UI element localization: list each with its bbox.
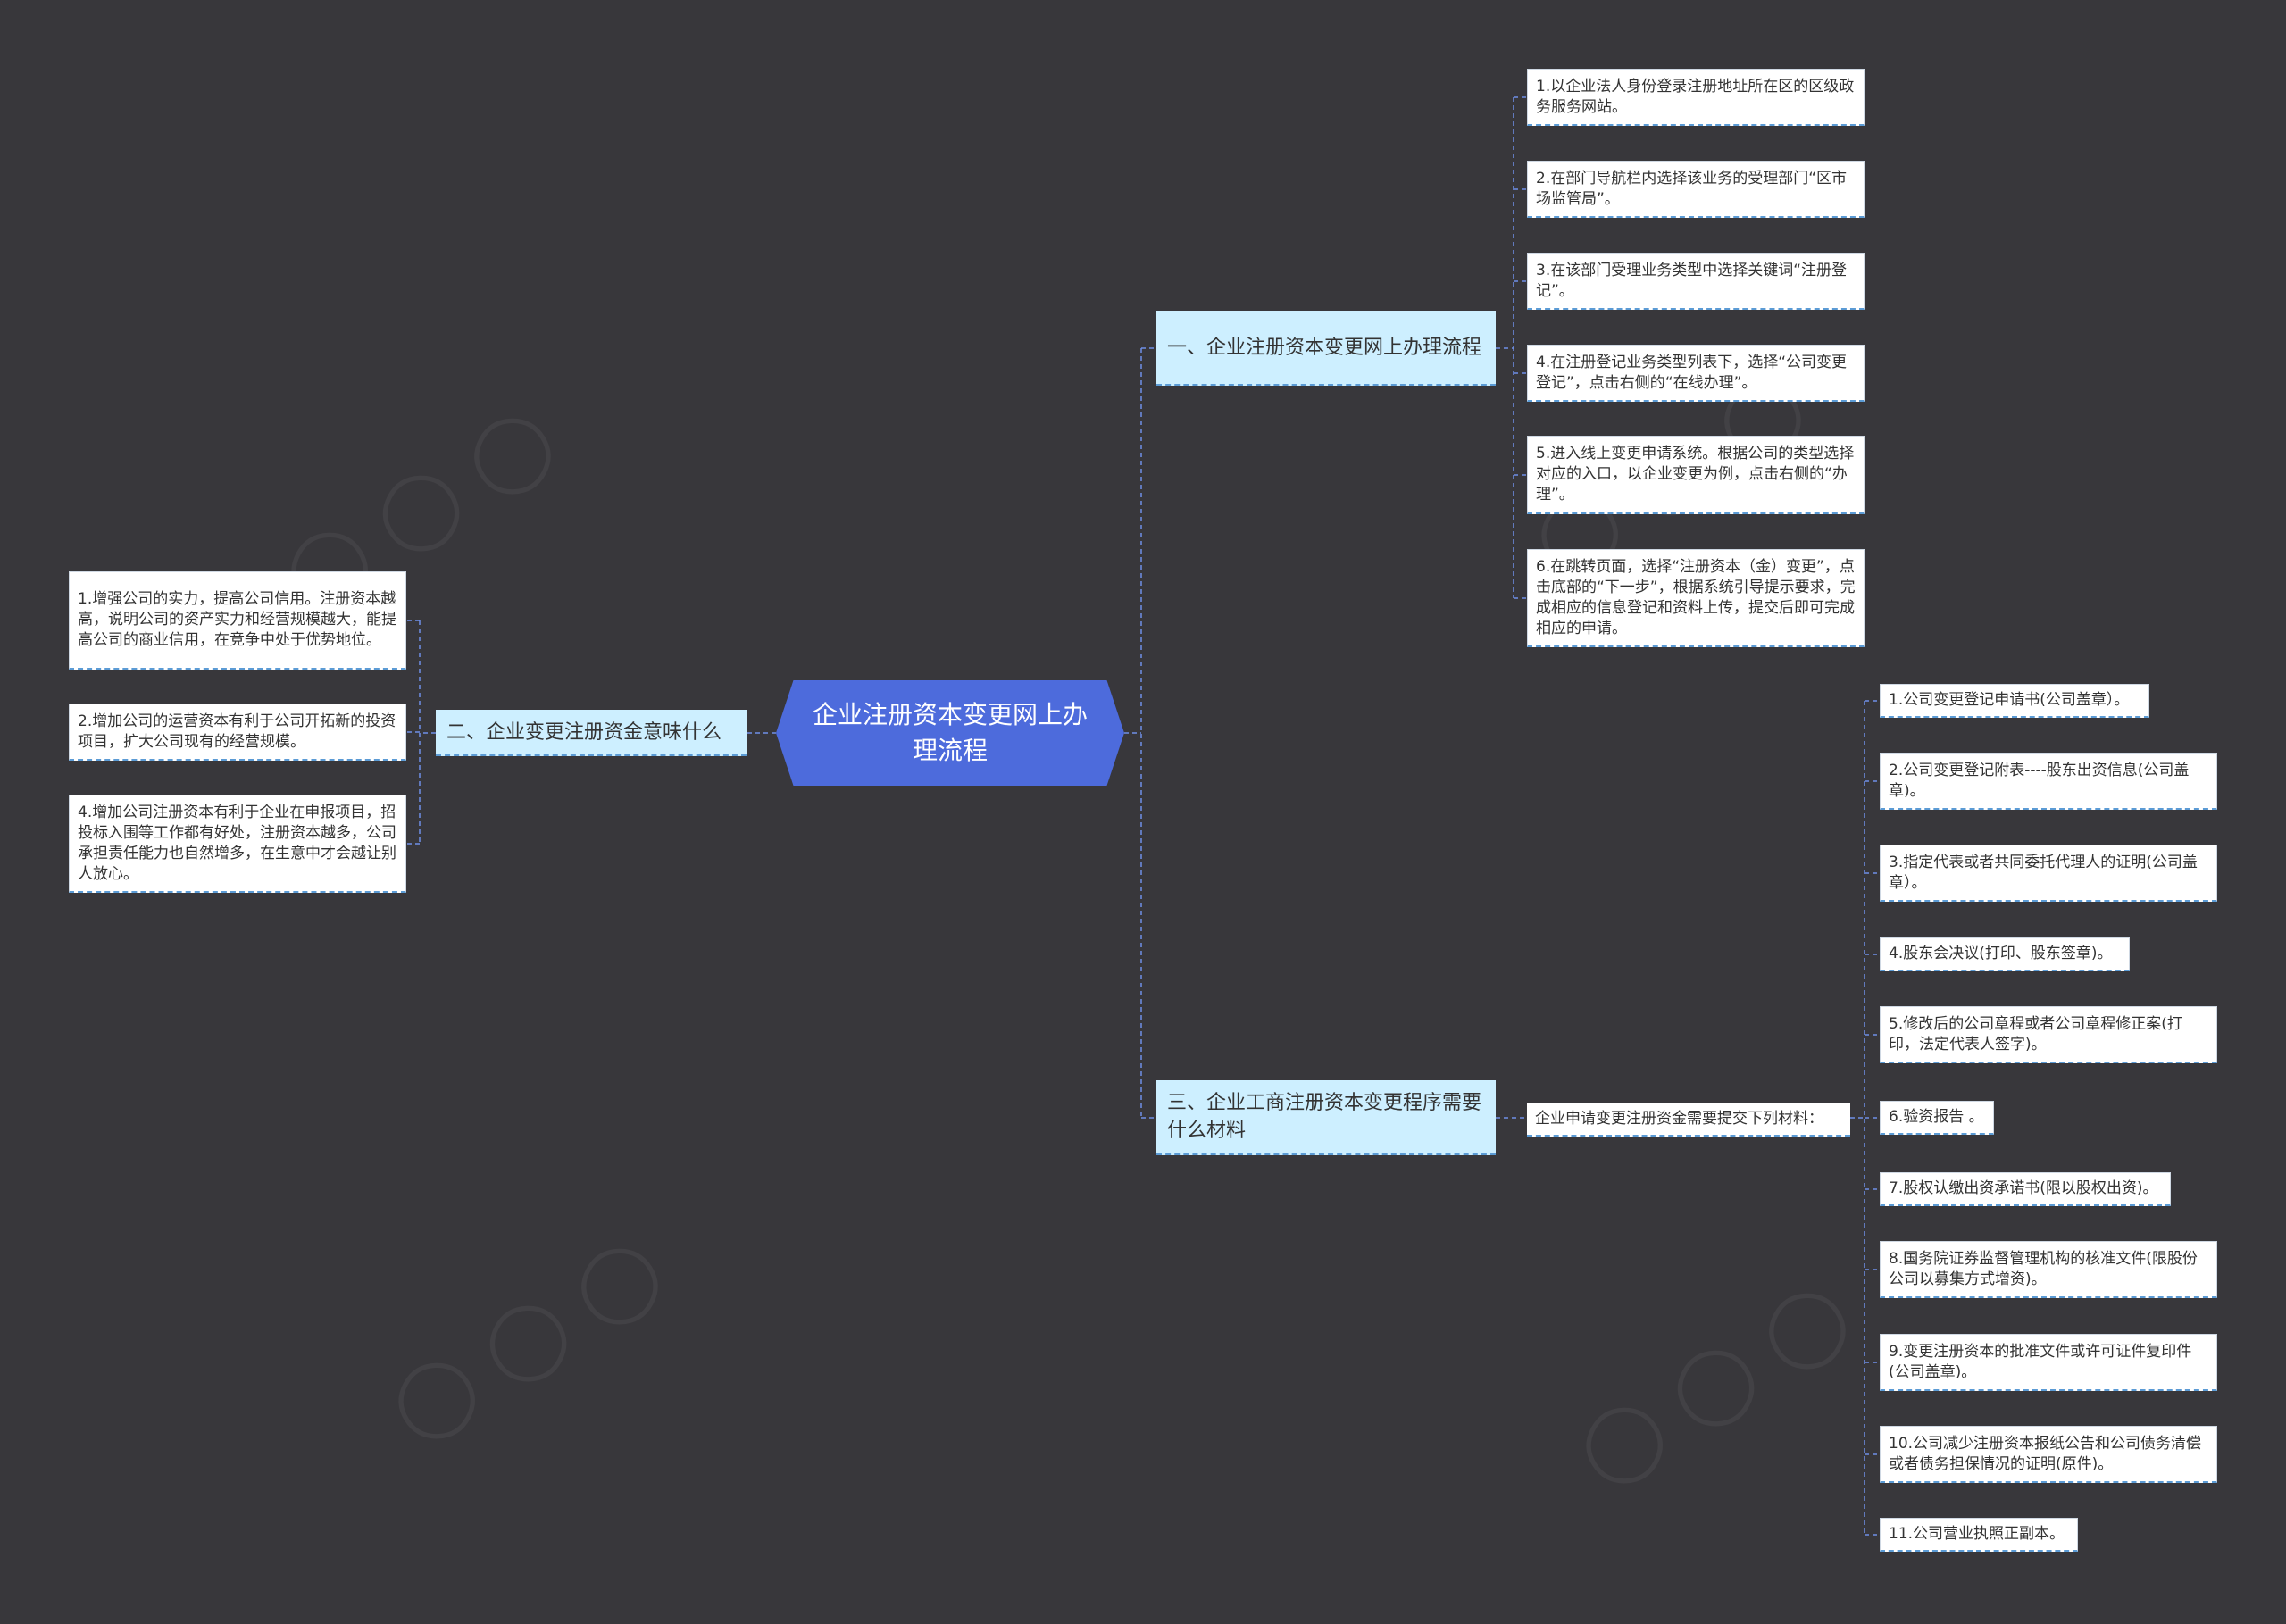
- material-item-6[interactable]: 6.验资报告 。: [1880, 1101, 1994, 1135]
- branch-2-title: 二、企业变更注册资金意味什么: [446, 720, 722, 744]
- branch-1-step-6[interactable]: 6.在跳转页面，选择“注册资本（金）变更”，点击底部的“下一步”，根据系统引导提…: [1527, 549, 1865, 647]
- branch-2-item-2[interactable]: 2.增加公司的运营资本有利于公司开拓新的投资项目，扩大公司现有的经营规模。: [69, 704, 406, 761]
- material-item-1[interactable]: 1.公司变更登记申请书(公司盖章）。: [1880, 684, 2149, 718]
- branch-1-title: 一、企业注册资本变更网上办理流程: [1167, 336, 1482, 359]
- material-item-9[interactable]: 9.变更注册资本的批准文件或许可证件复印件(公司盖章)。: [1880, 1334, 2217, 1391]
- material-item-3[interactable]: 3.指定代表或者共同委托代理人的证明(公司盖章）。: [1880, 845, 2217, 902]
- material-item-8[interactable]: 8.国务院证券监督管理机构的核准文件(限股份公司以募集方式增资)。: [1880, 1241, 2217, 1298]
- branch-2-node[interactable]: 二、企业变更注册资金意味什么: [436, 710, 747, 756]
- material-item-10[interactable]: 10.公司减少注册资本报纸公告和公司债务清偿或者债务担保情况的证明(原件)。: [1880, 1426, 2217, 1483]
- branch-1-node[interactable]: 一、企业注册资本变更网上办理流程: [1156, 311, 1496, 386]
- root-node[interactable]: 企业注册资本变更网上办理流程: [776, 680, 1124, 786]
- branch-2-item-3[interactable]: 4.增加公司注册资本有利于企业在申报项目，招投标入围等工作都有好处，注册资本越多…: [69, 795, 406, 893]
- root-title: 企业注册资本变更网上办理流程: [812, 700, 1088, 765]
- watermark-shape: ◯ ◯ ◯: [374, 1221, 675, 1455]
- material-item-2[interactable]: 2.公司变更登记附表----股东出资信息(公司盖章)。: [1880, 753, 2217, 810]
- branch-1-step-1[interactable]: 1.以企业法人身份登录注册地址所在区的区级政务服务网站。: [1527, 69, 1865, 126]
- branch-1-step-4[interactable]: 4.在注册登记业务类型列表下，选择“公司变更登记”，点击右侧的“在线办理”。: [1527, 345, 1865, 402]
- material-item-11[interactable]: 11.公司营业执照正副本。: [1880, 1518, 2078, 1552]
- branch-3-title: 三、企业工商注册资本变更程序需要什么材料: [1167, 1092, 1482, 1142]
- branch-3-intro[interactable]: 企业申请变更注册资金需要提交下列材料：: [1527, 1103, 1850, 1137]
- branch-2-item-1[interactable]: 1.增强公司的实力，提高公司信用。注册资本越高，说明公司的资产实力和经营规模越大…: [69, 571, 406, 670]
- branch-1-step-5[interactable]: 5.进入线上变更申请系统。根据公司的类型选择对应的入口，以企业变更为例，点击右侧…: [1527, 436, 1865, 514]
- material-item-7[interactable]: 7.股权认缴出资承诺书(限以股权出资)。: [1880, 1172, 2171, 1206]
- branch-3-node[interactable]: 三、企业工商注册资本变更程序需要什么材料: [1156, 1080, 1496, 1155]
- watermark-shape: ◯ ◯ ◯: [1562, 1266, 1863, 1500]
- branch-1-step-3[interactable]: 3.在该部门受理业务类型中选择关键词“注册登记”。: [1527, 253, 1865, 310]
- material-item-4[interactable]: 4.股东会决议(打印、股东签章)。: [1880, 937, 2130, 971]
- material-item-5[interactable]: 5.修改后的公司章程或者公司章程修正案(打印，法定代表人签字)。: [1880, 1006, 2217, 1063]
- branch-1-step-2[interactable]: 2.在部门导航栏内选择该业务的受理部门“区市场监管局”。: [1527, 161, 1865, 218]
